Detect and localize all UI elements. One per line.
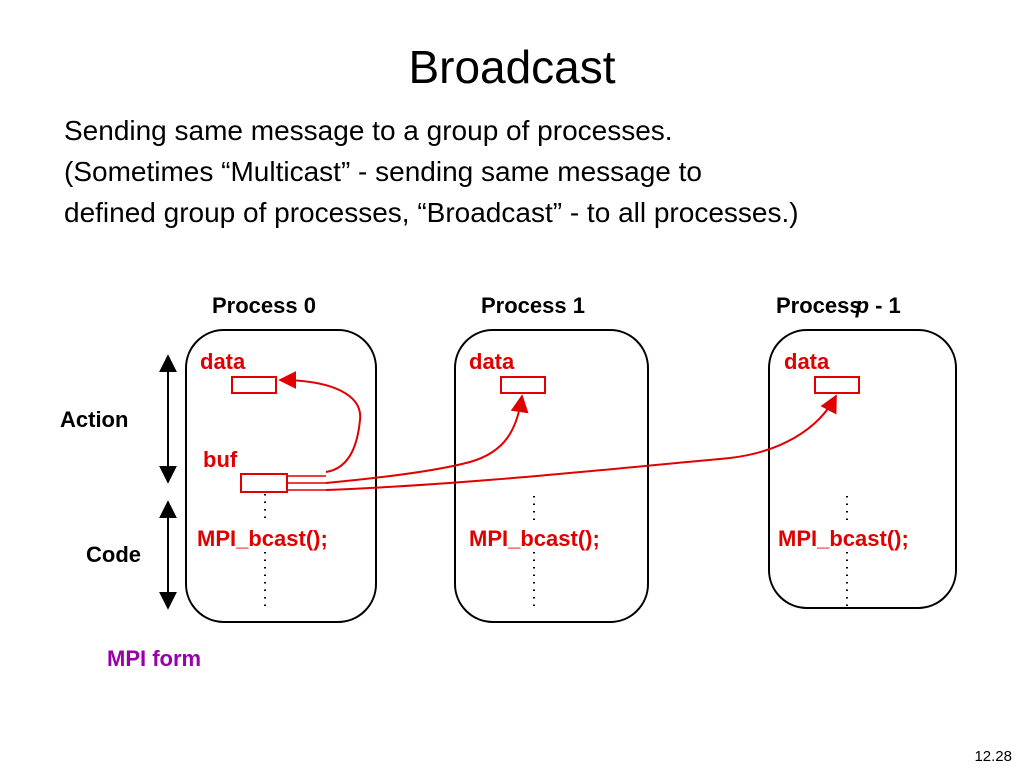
process-last-var: p — [855, 293, 869, 318]
body-line: defined group of processes, “Broadcast” … — [64, 197, 799, 228]
process-last-suffix: - 1 — [875, 293, 901, 318]
process-last-data-box — [814, 376, 860, 394]
process-last-box — [768, 329, 957, 609]
broadcast-arrow-process-0 — [278, 371, 362, 473]
process-last-data-label: data — [784, 349, 830, 374]
body-line: (Sometimes “Multicast” - sending same me… — [64, 156, 702, 187]
broadcast-arrow-process-1 — [325, 394, 529, 484]
mpi-form-label: MPI form — [107, 646, 201, 671]
slide-body: Sending same message to a group of proce… — [64, 110, 1004, 233]
page-number: 12.28 — [974, 748, 1012, 765]
process-last-prefix: Process — [776, 293, 862, 318]
process-1-box — [454, 329, 649, 623]
slide-title: Broadcast — [408, 41, 616, 93]
process-1-label: Process 1 — [481, 293, 585, 318]
process-0-data-box — [231, 376, 277, 394]
broadcast-arrow-process-last — [325, 394, 837, 491]
process-1-data-label: data — [469, 349, 515, 374]
process-0-data-label: data — [200, 349, 246, 374]
process-0-box — [185, 329, 377, 623]
process-0-code: MPI_bcast(); — [197, 526, 328, 551]
buf-label: buf — [203, 447, 238, 472]
buf-box — [240, 473, 288, 493]
process-1-data-box — [500, 376, 546, 394]
process-0-label: Process 0 — [212, 293, 316, 318]
code-label: Code — [86, 542, 141, 567]
body-line: Sending same message to a group of proce… — [64, 115, 673, 146]
action-label: Action — [60, 407, 128, 432]
process-last-label: Processp- 1 — [776, 293, 901, 318]
process-last-code: MPI_bcast(); — [778, 526, 909, 551]
process-1-code: MPI_bcast(); — [469, 526, 600, 551]
